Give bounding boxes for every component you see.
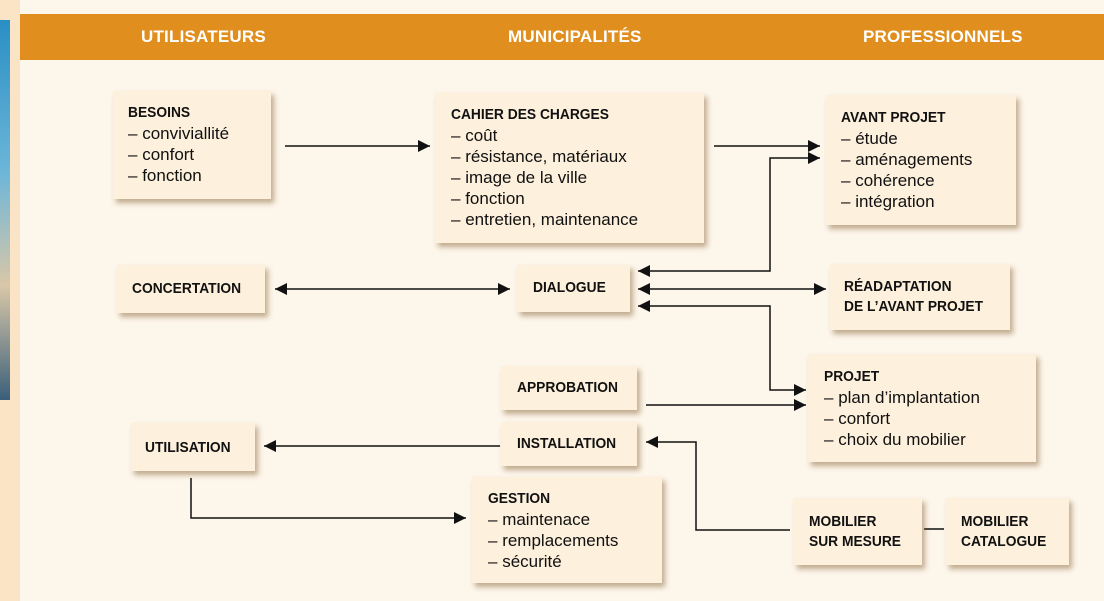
cahier-title: CAHIER DES CHARGES [451,106,609,123]
mobilier-mesure-line1: MOBILIER [809,513,877,530]
utilisation-title: UTILISATION [145,439,231,456]
readaptation-title-line1: RÉADAPTATION [844,278,952,295]
avant-projet-item: étude [841,128,1016,149]
readaptation-title-line2: DE L’AVANT PROJET [844,298,984,315]
box-dialogue: DIALOGUE [517,265,630,312]
mobilier-mesure-line2: SUR MESURE [809,533,902,550]
box-approbation: APPROBATION [501,366,637,410]
mobilier-catalogue-line1: MOBILIER [961,513,1029,530]
arrow-dialogue-avantprojet [638,152,820,277]
box-besoins: BESOINS conviviallité confort fonction [113,91,271,199]
mobilier-catalogue-line2: CATALOGUE [961,533,1047,550]
gestion-item: maintenace [488,509,662,530]
installation-title: INSTALLATION [517,435,617,452]
arrow-mobilier-installation [646,436,790,531]
box-readaptation: RÉADAPTATION DE L’AVANT PROJET [830,264,1010,330]
avant-projet-item: aménagements [841,149,1016,170]
box-gestion: GESTION maintenace remplacements sécurit… [472,477,662,583]
projet-item: plan d’implantation [824,387,1036,408]
avant-projet-title: AVANT PROJET [841,109,946,126]
box-cahier-des-charges: CAHIER DES CHARGES coût résistance, maté… [435,93,704,243]
gestion-item: remplacements [488,530,662,551]
arrow-utilisation-gestion [190,478,466,524]
box-utilisation: UTILISATION [131,423,255,471]
edge-photo [0,20,10,400]
besoins-item: conviviallité [128,123,271,144]
gestion-title: GESTION [488,490,551,507]
avant-projet-item: intégration [841,191,1016,212]
dialogue-title: DIALOGUE [533,279,606,296]
cahier-item: coût [451,125,704,146]
besoins-title: BESOINS [128,104,191,121]
cahier-item: fonction [451,188,704,209]
approbation-title: APPROBATION [517,379,618,396]
box-mobilier-sur-mesure: MOBILIER SUR MESURE [794,498,922,565]
besoins-item: fonction [128,165,271,186]
gestion-item: sécurité [488,551,662,572]
arrow-dialogue-projet [638,300,806,396]
concertation-title: CONCERTATION [132,280,242,297]
avant-projet-item: cohérence [841,170,1016,191]
projet-item: choix du mobilier [824,429,1036,450]
box-avant-projet: AVANT PROJET étude aménagements cohérenc… [826,95,1016,225]
projet-title: PROJET [824,368,880,385]
besoins-item: confort [128,144,271,165]
box-mobilier-catalogue: MOBILIER CATALOGUE [946,498,1069,565]
column-professionnels: PROFESSIONNELS [863,27,1023,46]
cahier-item: image de la ville [451,167,704,188]
projet-item: confort [824,408,1036,429]
column-municipalites: MUNICIPALITÉS [508,27,642,46]
box-installation: INSTALLATION [501,422,637,466]
box-projet: PROJET plan d’implantation confort choix… [808,354,1036,462]
column-utilisateurs: UTILISATEURS [141,27,266,46]
box-concertation: CONCERTATION [117,265,265,313]
cahier-item: résistance, matériaux [451,146,704,167]
cahier-item: entretien, maintenance [451,209,704,230]
column-header-bar: UTILISATEURS MUNICIPALITÉS PROFESSIONNEL… [20,14,1104,60]
